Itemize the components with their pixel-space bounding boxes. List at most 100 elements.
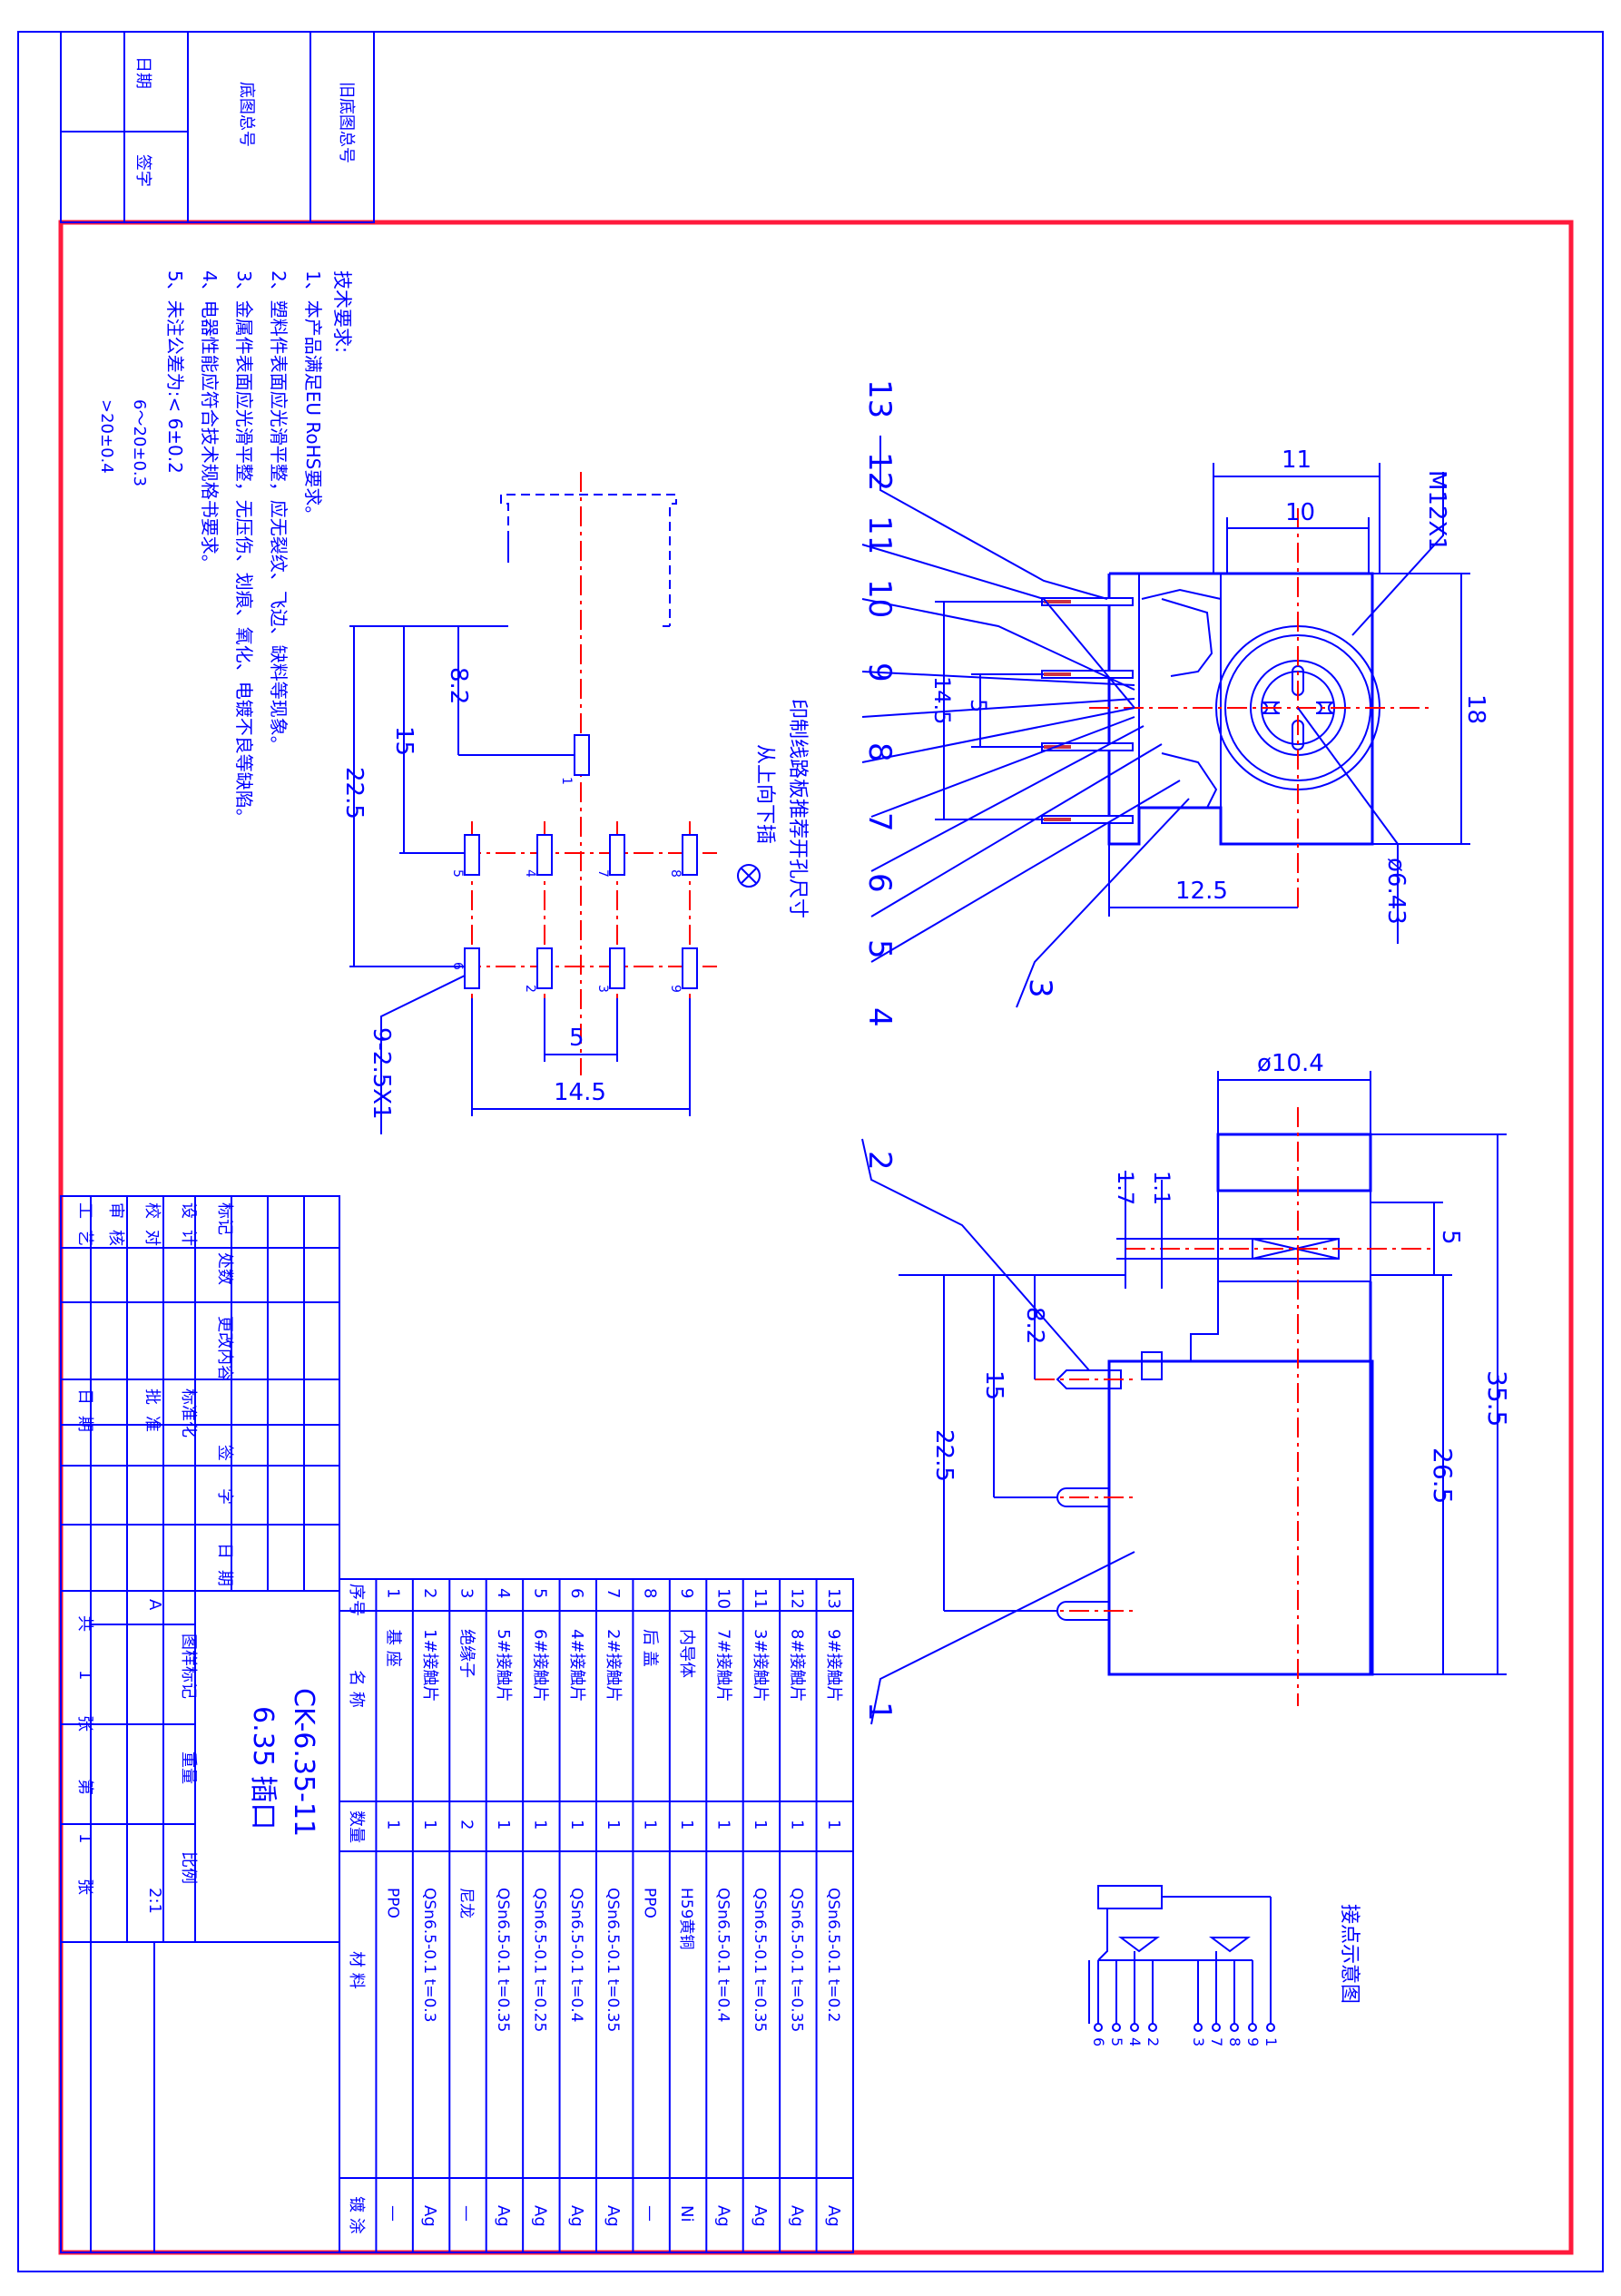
bom-row-name: 6#接触片 xyxy=(530,1629,549,1702)
tb-scale-value: 2:1 xyxy=(145,1888,164,1914)
bom-row-plating: Ag xyxy=(530,2205,549,2227)
header-boxes: 日期 签字 底图总号 旧底图总号 xyxy=(60,31,375,223)
bom-row-name: 5#接触片 xyxy=(494,1629,513,1702)
pin-label-1: 1 xyxy=(559,777,574,785)
bom-row-material: QSn6.5-0.1 t=0.3 xyxy=(420,1888,438,2023)
dim-thread: M12X1 xyxy=(1423,470,1450,552)
dim-6-43: ø6.43 xyxy=(1382,858,1410,925)
bom-row-name: 绝缘子 xyxy=(457,1629,476,1678)
bom-row-no: 13 xyxy=(824,1588,843,1609)
dim-front-14-5: 14.5 xyxy=(929,676,955,724)
rev-design2: 计 xyxy=(179,1230,198,1246)
bom-row-qty: 1 xyxy=(824,1820,843,1830)
bom-row-name: 内导体 xyxy=(677,1629,696,1678)
pad-9 xyxy=(682,947,698,989)
tech-item-2: 2、塑料件表面应光滑平整，应无裂纹、飞边、缺料等现象。 xyxy=(268,270,290,754)
schematic-title: 接点示意图 xyxy=(1338,1904,1361,2004)
pad-8 xyxy=(682,834,698,876)
bom-row-qty: 1 xyxy=(494,1820,513,1830)
pad-3 xyxy=(609,947,625,989)
callout-9: 9 xyxy=(861,662,898,682)
bom-row-plating: Ag xyxy=(824,2205,843,2227)
bom-row-name: 3#接触片 xyxy=(751,1629,770,1702)
bom-row-qty: 2 xyxy=(457,1820,476,1830)
callout-6: 6 xyxy=(861,873,898,893)
bom-row-plating: Ag xyxy=(420,2205,439,2227)
title-block: CK-6.35-11 6.35 插口 图样标记 重量 比例 A 2:1 共 1 … xyxy=(60,1590,340,2253)
bom-row-name: 7#接触片 xyxy=(714,1629,733,1702)
dim-26-5: 26.5 xyxy=(1428,1447,1458,1504)
tech-tol-2: 6～20±0.3 xyxy=(130,399,149,486)
pad-1 xyxy=(574,734,590,776)
insert-direction-icon xyxy=(737,864,761,888)
rev-col-sign: 签 xyxy=(215,1445,234,1461)
bom-row-qty: 1 xyxy=(530,1820,549,1830)
pad-2 xyxy=(536,947,553,989)
pcb-footprint-view: 1 5 4 7 8 6 2 3 9 8.2 15 22.5 5 14.5 9-2… xyxy=(340,472,809,1134)
front-view: 11 10 M12X1 18 14.5 5 12.5 ø6.43 xyxy=(861,379,1489,1027)
tech-item-3: 3、金属件表面应光滑平整，无压伤、划痕、氧化、电镀不良等缺陷。 xyxy=(233,270,255,827)
tb-sheet: 第 xyxy=(75,1779,94,1795)
bom-row-name: 1#接触片 xyxy=(420,1629,439,1702)
tech-item-1: 1、本产品满足EU RoHS要求。 xyxy=(302,270,324,524)
dim-8-2: 8.2 xyxy=(445,667,472,704)
side-view: ø10.4 1.1 1.7 5 35.5 26.5 8.2 15 22.5 2 xyxy=(861,1050,1512,1725)
rev-audit: 审 xyxy=(106,1202,125,1219)
bom-row-plating: Ag xyxy=(714,2205,733,2227)
tech-item-4: 4、电器性能应符合技术规格书要求。 xyxy=(199,270,221,573)
bom-row-no: 8 xyxy=(641,1588,660,1598)
dim-35-5: 35.5 xyxy=(1482,1370,1512,1427)
bom-row-plating: Ag xyxy=(787,2205,806,2227)
sch-pin-9: 9 xyxy=(1244,2037,1262,2046)
pad-5 xyxy=(464,834,480,876)
sch-pin-7: 7 xyxy=(1208,2037,1225,2046)
bom-row-material: QSn6.5-0.1 t=0.35 xyxy=(787,1888,805,2032)
callout-11: 11 xyxy=(861,515,898,554)
dim-14-5: 14.5 xyxy=(554,1079,606,1106)
rev-standard: 标准化 xyxy=(179,1388,198,1437)
bom-row-no: 4 xyxy=(494,1588,513,1598)
bom-row-material: QSn6.5-0.1 t=0.35 xyxy=(604,1888,622,2032)
bom-row-no: 11 xyxy=(751,1588,770,1609)
bom-row-material: QSn6.5-0.1 t=0.25 xyxy=(530,1888,548,2032)
pin-label-7: 7 xyxy=(595,869,610,878)
bom-row-no: 3 xyxy=(457,1588,476,1598)
bom-row-material: QSn6.5-0.1 t=0.4 xyxy=(714,1888,732,2023)
bom-row-material: PPO xyxy=(384,1888,402,1918)
tech-tol-3: >20±0.4 xyxy=(97,399,116,474)
bom-row-plating: Ag xyxy=(751,2205,770,2227)
bom-row-plating: — xyxy=(457,2205,476,2222)
bom-row-plating: — xyxy=(384,2205,403,2222)
rev-col-sign2: 字 xyxy=(215,1488,234,1505)
bom-row-qty: 1 xyxy=(420,1820,439,1830)
tb-total: 共 xyxy=(75,1615,94,1632)
bom-row-no: 6 xyxy=(567,1588,586,1598)
callout-8: 8 xyxy=(861,742,898,762)
bom-row-material: QSn6.5-0.1 t=0.35 xyxy=(751,1888,769,2032)
tech-title: 技术要求: xyxy=(331,270,353,353)
callout-12: 12 xyxy=(861,452,898,491)
bom-row-material: QSn6.5-0.1 t=0.35 xyxy=(494,1888,512,2032)
bom-header-qty: 数量 xyxy=(347,1810,366,1843)
tb-sheet-unit: 张 xyxy=(75,1879,94,1895)
callout-7: 7 xyxy=(861,812,898,832)
sch-pin-1: 1 xyxy=(1262,2037,1280,2046)
dim-1-7: 1.7 xyxy=(1113,1171,1138,1205)
dim-15: 15 xyxy=(390,726,418,756)
bom-header-name: 名 称 xyxy=(347,1670,366,1708)
bom-row-material: 尼龙 xyxy=(457,1888,476,1918)
pin-label-8: 8 xyxy=(668,869,683,878)
bom-row-material: H59黄铜 xyxy=(677,1888,695,1949)
bom-row-material: QSn6.5-0.1 t=0.4 xyxy=(567,1888,585,2023)
bom-row-no: 5 xyxy=(530,1588,549,1598)
tech-requirements: 技术要求: 1、本产品满足EU RoHS要求。 2、塑料件表面应光滑平整，应无裂… xyxy=(97,270,353,827)
dim-5: 5 xyxy=(569,1025,585,1052)
dim-10-4: ø10.4 xyxy=(1257,1050,1324,1077)
bom-row-plating: — xyxy=(641,2205,660,2222)
contact-schematic: 接点示意图 1 9 8 7 xyxy=(1088,1885,1361,2046)
header-sign: 签字 xyxy=(133,154,152,187)
dim-side-15: 15 xyxy=(980,1370,1007,1400)
